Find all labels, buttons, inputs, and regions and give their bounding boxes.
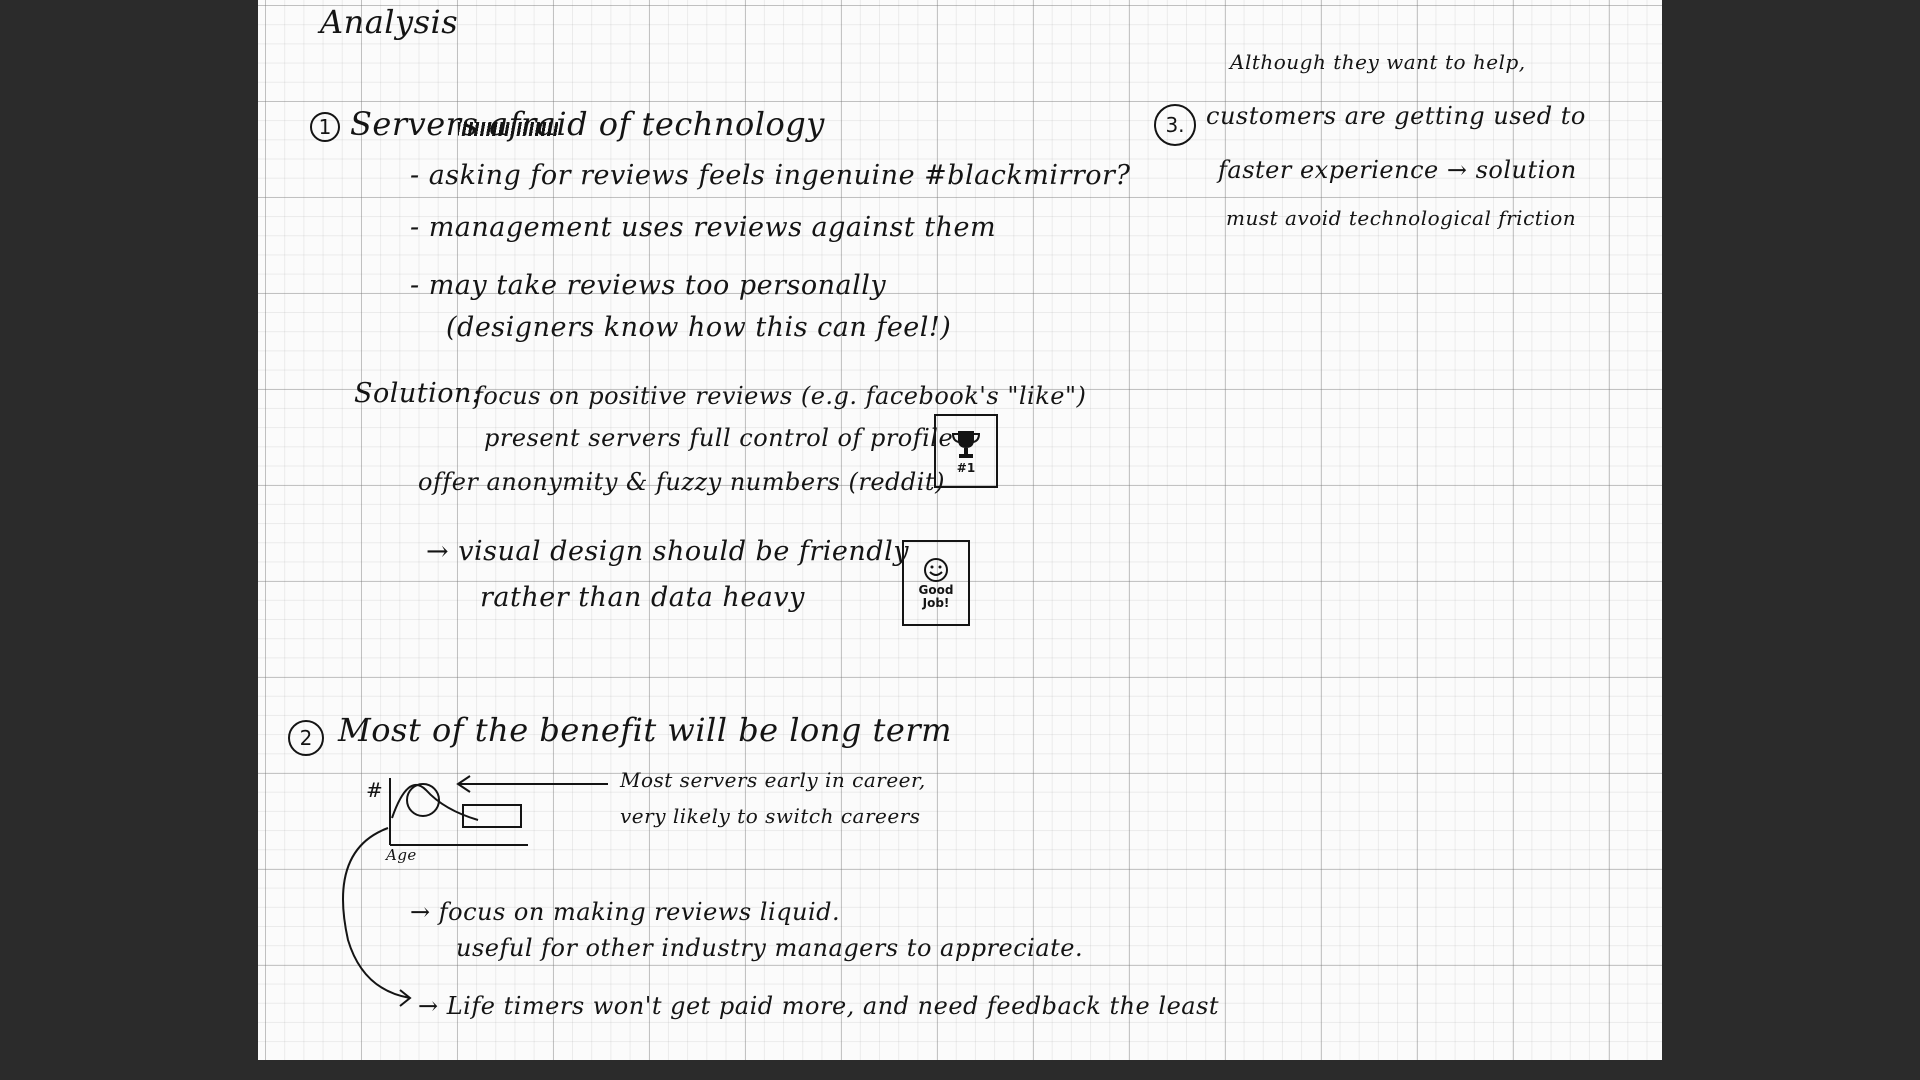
section-1-bullet-3: - may take reviews too personally xyxy=(410,270,887,301)
section-3-line-4: must avoid technological friction xyxy=(1226,206,1577,230)
career-graph-sketch xyxy=(342,775,608,1007)
page-title: Analysis xyxy=(320,3,459,41)
solution-line-2: present servers full control of profile xyxy=(484,424,954,452)
section-1-heading: Servers afraid of technology xyxy=(350,105,825,143)
graph-note-1: Most servers early in career, xyxy=(620,768,926,792)
smiley-icon xyxy=(924,557,948,582)
smiley-label: Good Job! xyxy=(918,582,954,610)
graph-y-label: # xyxy=(366,778,384,802)
trophy-label: #1 xyxy=(956,461,976,476)
section-3-line-2: customers are getting used to xyxy=(1206,102,1586,130)
section-3-line-1: Although they want to help, xyxy=(1230,50,1526,74)
trophy-sketch-box: #1 xyxy=(934,414,998,488)
graph-x-label: Age xyxy=(386,846,417,864)
focus-line-1: → focus on making reviews liquid. xyxy=(410,898,841,926)
graph-note-2: very likely to switch careers xyxy=(620,804,921,828)
scribble-mark xyxy=(458,122,558,136)
section-1-number: 1 xyxy=(310,112,340,142)
section-1-bullet-1: - asking for reviews feels ingenuine #bl… xyxy=(410,160,1131,191)
section-1-bullet-2: - management uses reviews against them xyxy=(410,212,997,243)
section-2-number: 2 xyxy=(288,720,324,756)
notebook-page: Analysis 1 Servers afraid of technology … xyxy=(258,0,1662,1060)
section-2-heading: Most of the benefit will be long term xyxy=(338,711,952,749)
lifetimer-line: → Life timers won't get paid more, and n… xyxy=(418,992,1220,1020)
section-3-line-3: faster experience → solution xyxy=(1218,156,1577,184)
focus-line-2: useful for other industry managers to ap… xyxy=(456,934,1084,962)
solution-line-3: offer anonymity & fuzzy numbers (reddit) xyxy=(418,468,945,496)
smiley-sketch-box: Good Job! xyxy=(902,540,970,626)
section-3-number: 3. xyxy=(1154,104,1196,146)
design-line-1: → visual design should be friendly xyxy=(426,536,909,567)
solution-label: Solution: xyxy=(354,378,482,409)
design-line-2: rather than data heavy xyxy=(480,582,805,613)
trophy-icon xyxy=(951,431,981,459)
solution-line-1: focus on positive reviews (e.g. facebook… xyxy=(474,382,1087,410)
section-1-bullet-4: (designers know how this can feel!) xyxy=(446,312,952,343)
